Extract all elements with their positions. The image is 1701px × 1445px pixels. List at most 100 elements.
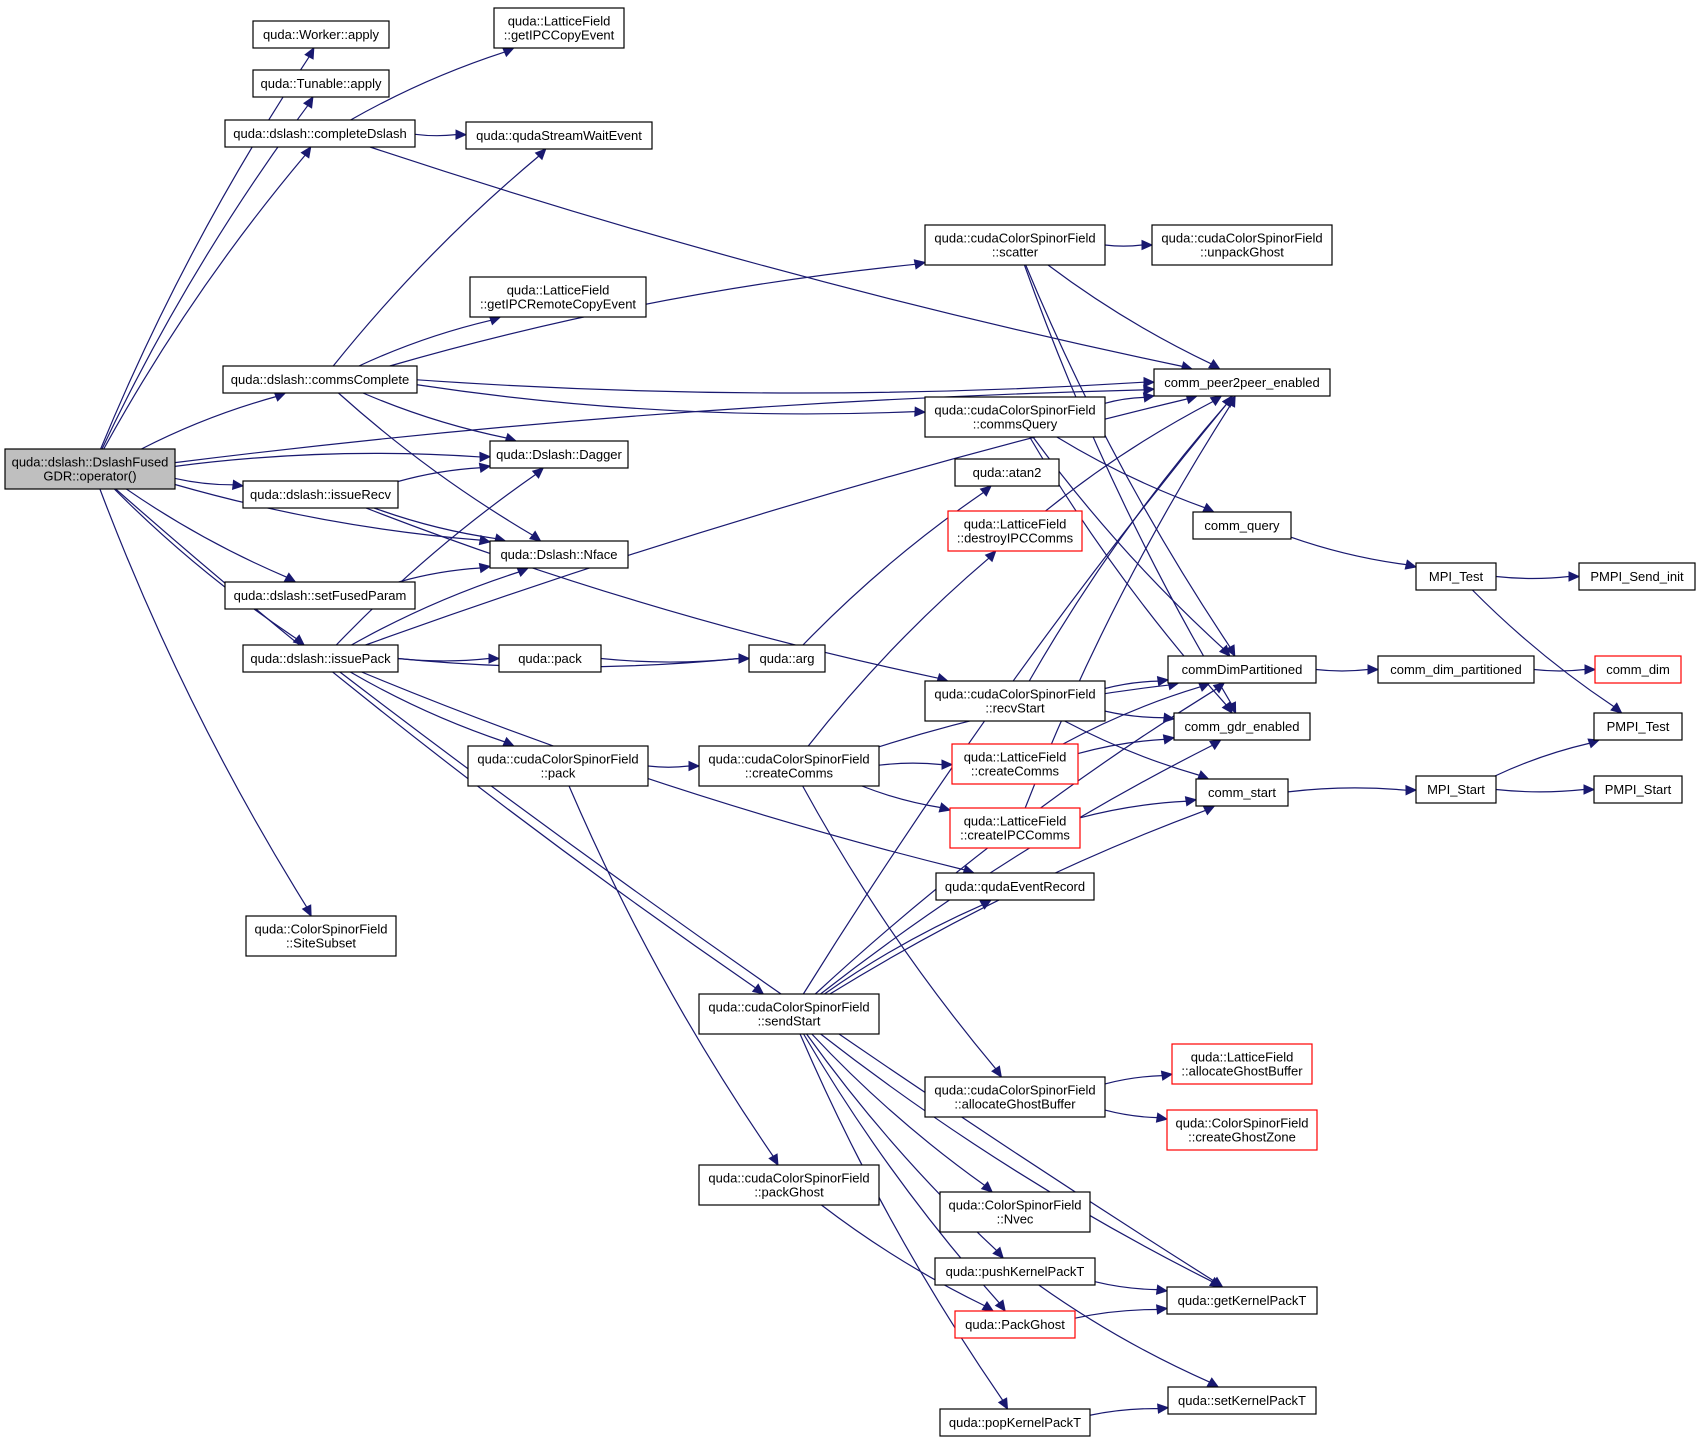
edge-quda_arg-to-atan2 [802, 485, 992, 646]
node-pmpi-start[interactable]: PMPI_Start [1593, 775, 1683, 804]
edge-root-to-send_start [115, 488, 765, 995]
node-stream-wait-event[interactable]: quda::qudaStreamWaitEvent [465, 121, 653, 150]
node-allocate-ghost-csf[interactable]: quda::cudaColorSpinorField::allocateGhos… [924, 1076, 1106, 1118]
node-mpi-test[interactable]: MPI_Test [1415, 562, 1497, 591]
edge-send_start-to-get_kernel [820, 1033, 1222, 1288]
node-quda-arg[interactable]: quda::arg [748, 644, 826, 673]
node-create-ghost-zone[interactable]: quda::ColorSpinorField::createGhostZone [1166, 1109, 1318, 1151]
node-label: ::getIPCRemoteCopyEvent [480, 297, 636, 312]
node-label: quda::cudaColorSpinorField [934, 231, 1095, 246]
node-peer2peer[interactable]: comm_peer2peer_enabled [1153, 368, 1331, 397]
node-lf-create-comms[interactable]: quda::LatticeField::createComms [951, 743, 1079, 785]
node-gdr-enabled[interactable]: comm_gdr_enabled [1173, 712, 1311, 741]
node-worker-apply[interactable]: quda::Worker::apply [252, 20, 390, 49]
node-label: ::SiteSubset [286, 936, 356, 951]
node-comms-complete[interactable]: quda::dslash::commsComplete [222, 365, 418, 394]
edge-scatter-to-comm_dim_partitioned_cap [1025, 264, 1236, 658]
node-destroy-ipc-comms[interactable]: quda::LatticeField::destroyIPCComms [947, 510, 1083, 552]
node-label: quda::Tunable::apply [261, 76, 382, 91]
edge-root-to-tunable_apply [101, 95, 314, 450]
node-issue-pack[interactable]: quda::dslash::issuePack [242, 644, 399, 673]
edge-pop_kernel-to-set_kernel [1089, 1403, 1170, 1416]
node-scatter[interactable]: quda::cudaColorSpinorField::scatter [924, 224, 1106, 266]
edge-scatter-to-peer2peer [1047, 264, 1221, 370]
node-complete-dslash[interactable]: quda::dslash::completeDslash [224, 119, 416, 148]
node-unpack-ghost[interactable]: quda::cudaColorSpinorField::unpackGhost [1151, 224, 1333, 266]
node-issue-recv[interactable]: quda::dslash::issueRecv [242, 480, 399, 509]
edge-destroy_ipc_comms-to-peer2peer [1045, 395, 1223, 512]
node-label: quda::cudaColorSpinorField [934, 1083, 1095, 1098]
node-comm-dim-partitioned[interactable]: comm_dim_partitioned [1377, 655, 1535, 684]
edge-root-to-site_subset [99, 488, 312, 918]
node-pop-kernel[interactable]: quda::popKernelPackT [939, 1408, 1091, 1437]
node-label: commDimPartitioned [1182, 662, 1303, 677]
edge-root-to-peer2peer [174, 384, 1156, 464]
edge-issue_recv-to-dslash_dagger [397, 462, 492, 483]
node-create-ipc-comms[interactable]: quda::LatticeField::createIPCComms [949, 807, 1081, 849]
node-tunable-apply[interactable]: quda::Tunable::apply [252, 69, 390, 98]
edge-comms_complete-to-peer2peer [416, 376, 1156, 394]
edge-push_kernel-to-get_kernel [1094, 1281, 1169, 1295]
node-dslash-dagger[interactable]: quda::Dslash::Dagger [489, 440, 629, 469]
node-set-fused-param[interactable]: quda::dslash::setFusedParam [224, 581, 416, 610]
node-label: PMPI_Test [1607, 719, 1670, 734]
node-comm-start[interactable]: comm_start [1195, 778, 1289, 807]
edge-comm_dim_partitioned-to-comm_dim [1533, 664, 1597, 675]
node-push-kernel[interactable]: quda::pushKernelPackT [934, 1257, 1096, 1286]
edge-send_start-to-gdr_enabled [820, 739, 1222, 995]
edge-issue_pack-to-quda_pack [397, 653, 501, 664]
node-comm-dim-partitioned-cap[interactable]: commDimPartitioned [1167, 655, 1317, 684]
edge-comms_complete-to-stream_wait_event [332, 148, 547, 367]
edge-recv_start-to-gdr_enabled [1104, 710, 1176, 723]
node-label: ::packGhost [754, 1185, 824, 1200]
node-get-kernel[interactable]: quda::getKernelPackT [1166, 1286, 1318, 1315]
edge-comms_complete-to-comms_query [416, 384, 927, 417]
node-label: ::sendStart [758, 1014, 821, 1029]
edge-comms_complete-to-scatter [389, 259, 927, 367]
edge-issue_pack-to-dslash_dagger [335, 467, 545, 646]
node-lf-allocate-ghost[interactable]: quda::LatticeField::allocateGhostBuffer [1171, 1043, 1313, 1085]
edge-mpi_test-to-pmpi_test [1471, 589, 1623, 714]
node-label: quda::LatticeField [964, 517, 1067, 532]
node-set-kernel[interactable]: quda::setKernelPackT [1167, 1386, 1317, 1415]
edge-create_comms-to-destroy_ipc_comms [807, 550, 997, 747]
node-label: quda::LatticeField [508, 14, 611, 29]
edge-allocate_ghost_csf-to-create_ghost_zone [1104, 1109, 1169, 1123]
node-nvec[interactable]: quda::ColorSpinorField::Nvec [939, 1191, 1091, 1233]
edge-issue_pack-to-event_record [361, 671, 976, 875]
node-create-comms[interactable]: quda::cudaColorSpinorField::createComms [698, 745, 880, 787]
node-pack-ghost[interactable]: quda::PackGhost [954, 1310, 1076, 1339]
node-label: quda::ColorSpinorField [1176, 1116, 1309, 1131]
node-label: quda::PackGhost [965, 1317, 1065, 1332]
node-csf-pack[interactable]: quda::cudaColorSpinorField::pack [467, 745, 649, 787]
node-get-ipc-copy-event[interactable]: quda::LatticeField::getIPCCopyEvent [493, 7, 625, 49]
node-mpi-start[interactable]: MPI_Start [1415, 775, 1497, 804]
node-get-ipc-remote-copy-event[interactable]: quda::LatticeField::getIPCRemoteCopyEven… [469, 276, 647, 318]
node-comms-query[interactable]: quda::cudaColorSpinorField::commsQuery [924, 396, 1106, 438]
node-comm-dim[interactable]: comm_dim [1594, 655, 1682, 684]
edge-comms_complete-to-dslash_dagger [362, 392, 518, 443]
edge-lf_create_comms-to-gdr_enabled [1077, 734, 1176, 755]
node-label: ::scatter [992, 245, 1039, 260]
node-label: comm_peer2peer_enabled [1164, 375, 1319, 390]
node-dslash-nface[interactable]: quda::Dslash::Nface [489, 540, 629, 569]
node-recv-start[interactable]: quda::cudaColorSpinorField::recvStart [924, 680, 1106, 722]
node-pack-ghost-csf[interactable]: quda::cudaColorSpinorField::packGhost [698, 1164, 880, 1206]
node-pmpi-send-init[interactable]: PMPI_Send_init [1578, 562, 1696, 591]
edge-send_start-to-pop_kernel [799, 1033, 1009, 1411]
node-label: MPI_Start [1427, 782, 1485, 797]
node-quda-pack[interactable]: quda::pack [498, 644, 602, 673]
node-comm-query[interactable]: comm_query [1192, 511, 1292, 540]
node-label: ::getIPCCopyEvent [504, 28, 615, 43]
node-site-subset[interactable]: quda::ColorSpinorField::SiteSubset [245, 915, 397, 957]
node-send-start[interactable]: quda::cudaColorSpinorField::sendStart [698, 993, 880, 1035]
node-label: comm_dim_partitioned [1390, 662, 1522, 677]
node-atan2[interactable]: quda::atan2 [954, 458, 1060, 487]
node-label: quda::dslash::DslashFused [12, 455, 169, 470]
node-event-record[interactable]: quda::qudaEventRecord [935, 872, 1095, 901]
node-pmpi-test[interactable]: PMPI_Test [1593, 712, 1683, 741]
node-label: quda::cudaColorSpinorField [1161, 231, 1322, 246]
node-label: quda::dslash::issueRecv [250, 487, 391, 502]
node-label: quda::cudaColorSpinorField [708, 1171, 869, 1186]
